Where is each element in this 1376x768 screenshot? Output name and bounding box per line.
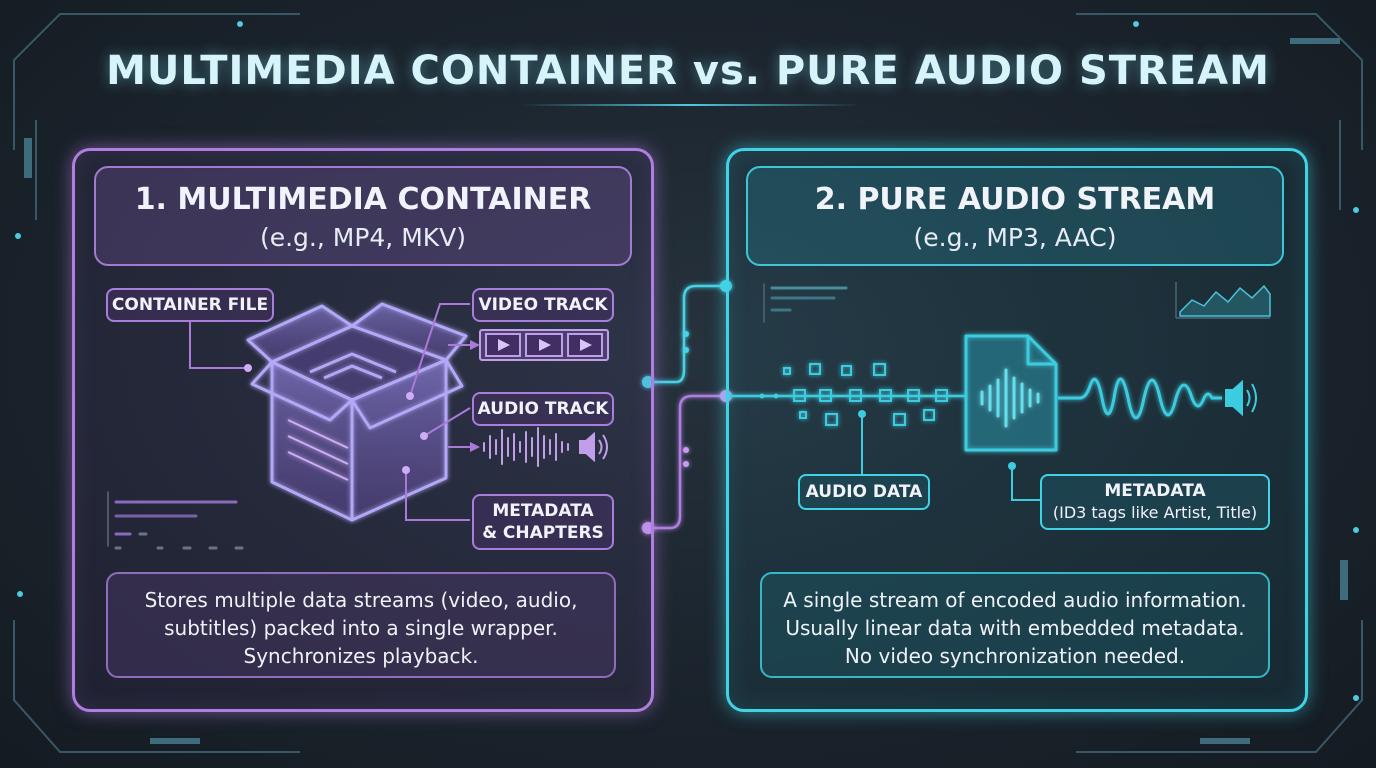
audio-data-label: AUDIO DATA bbox=[798, 474, 930, 510]
sine-wave-icon bbox=[1058, 377, 1222, 420]
metadata-chapters-line2: & CHAPTERS bbox=[482, 523, 604, 543]
frame-decoration bbox=[13, 13, 1363, 753]
container-description-line: Synchronizes playback. bbox=[243, 644, 479, 668]
audio-file-icon bbox=[964, 334, 1058, 452]
connector-nodes bbox=[642, 280, 732, 534]
bridge-connectors bbox=[646, 284, 726, 530]
frame-hatches bbox=[24, 38, 1348, 744]
container-header: 1. MULTIMEDIA CONTAINER (e.g., MP4, MKV) bbox=[94, 166, 632, 266]
area-chart-icon bbox=[1175, 282, 1271, 319]
metadata-callout bbox=[1011, 466, 1040, 501]
audio-track-label: AUDIO TRACK bbox=[472, 392, 614, 426]
video-track-label: VIDEO TRACK bbox=[472, 288, 614, 322]
speaker-icon bbox=[579, 431, 608, 463]
title-divider bbox=[520, 104, 860, 106]
audio-stream-description-line: No video synchronization needed. bbox=[844, 644, 1186, 668]
container-subheading: (e.g., MP4, MKV) bbox=[259, 223, 467, 252]
left-callout-dots bbox=[244, 364, 428, 474]
left-callouts bbox=[189, 303, 471, 521]
page-title: MULTIMEDIA CONTAINER vs. PURE AUDIO STRE… bbox=[106, 48, 1270, 94]
id3-metadata-label: METADATA (ID3 tags like Artist, Title) bbox=[1040, 474, 1270, 530]
data-blocks-icon bbox=[726, 363, 966, 426]
container-description-line: Stores multiple data streams (video, aud… bbox=[144, 588, 578, 612]
frame-dots bbox=[15, 21, 1359, 701]
mini-list-icon bbox=[763, 283, 848, 323]
waveform-icon bbox=[483, 427, 569, 467]
speaker-icon-right bbox=[1225, 379, 1257, 417]
mini-chart-icon bbox=[107, 491, 244, 550]
metadata-chapters-line1: METADATA bbox=[492, 501, 594, 521]
container-heading: 1. MULTIMEDIA CONTAINER bbox=[134, 182, 592, 217]
container-panel bbox=[72, 148, 654, 712]
metadata-chapters-label: METADATA & CHAPTERS bbox=[472, 494, 614, 550]
id3-metadata-title: METADATA bbox=[1104, 481, 1206, 501]
audio-stream-panel bbox=[726, 148, 1308, 712]
audio-stream-description-line: A single stream of encoded audio informa… bbox=[783, 588, 1247, 612]
audio-stream-heading: 2. PURE AUDIO STREAM bbox=[814, 182, 1216, 217]
audio-stream-description: A single stream of encoded audio informa… bbox=[760, 572, 1270, 678]
container-description: Stores multiple data streams (video, aud… bbox=[106, 572, 616, 678]
container-file-label: CONTAINER FILE bbox=[106, 288, 274, 322]
film-strip-icon bbox=[479, 329, 609, 361]
id3-metadata-detail: (ID3 tags like Artist, Title) bbox=[1052, 503, 1258, 522]
audio-stream-header: 2. PURE AUDIO STREAM (e.g., MP3, AAC) bbox=[746, 166, 1284, 266]
container-description-line: subtitles) packed into a single wrapper. bbox=[164, 616, 558, 640]
box-icon bbox=[246, 302, 468, 522]
audio-stream-description-line: Usually linear data with embedded metada… bbox=[785, 616, 1245, 640]
audio-stream-subheading: (e.g., MP3, AAC) bbox=[913, 223, 1117, 252]
